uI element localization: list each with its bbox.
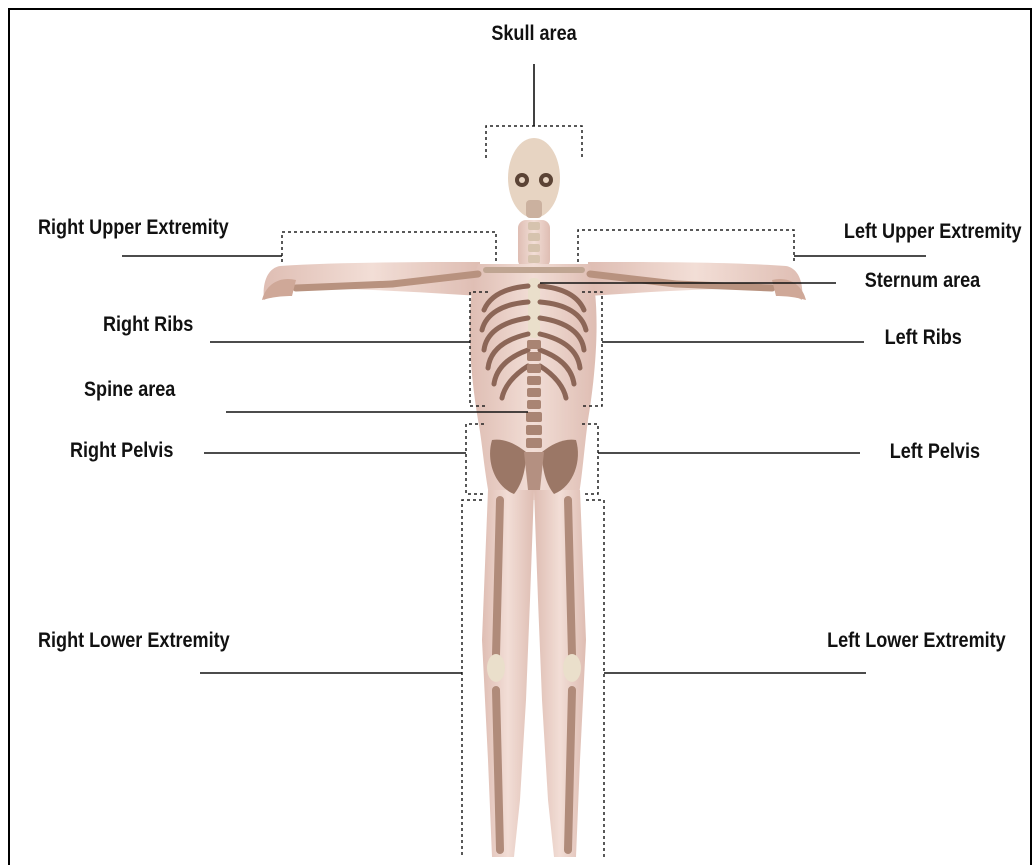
left-upper-extremity-bracket <box>578 230 794 262</box>
label-spine-area: Spine area <box>84 378 175 402</box>
right-lower-extremity-bracket <box>462 500 482 857</box>
label-sternum-area: Sternum area <box>865 269 980 293</box>
label-right-pelvis: Right Pelvis <box>70 439 173 463</box>
label-right-upper-extremity: Right Upper Extremity <box>38 216 229 240</box>
skull-drawing <box>508 138 560 218</box>
knees-drawing <box>487 654 581 682</box>
label-left-upper-extremity: Left Upper Extremity <box>844 220 1022 244</box>
label-left-ribs: Left Ribs <box>885 326 962 350</box>
right-upper-extremity-bracket <box>282 232 496 262</box>
label-left-lower-extremity: Left Lower Extremity <box>827 629 1006 653</box>
spine-drawing <box>526 340 542 448</box>
label-right-lower-extremity: Right Lower Extremity <box>38 629 230 653</box>
label-left-pelvis: Left Pelvis <box>890 440 980 464</box>
left-lower-extremity-bracket <box>586 500 604 857</box>
label-skull-area: Skull area <box>486 22 582 46</box>
label-right-ribs: Right Ribs <box>103 313 193 337</box>
